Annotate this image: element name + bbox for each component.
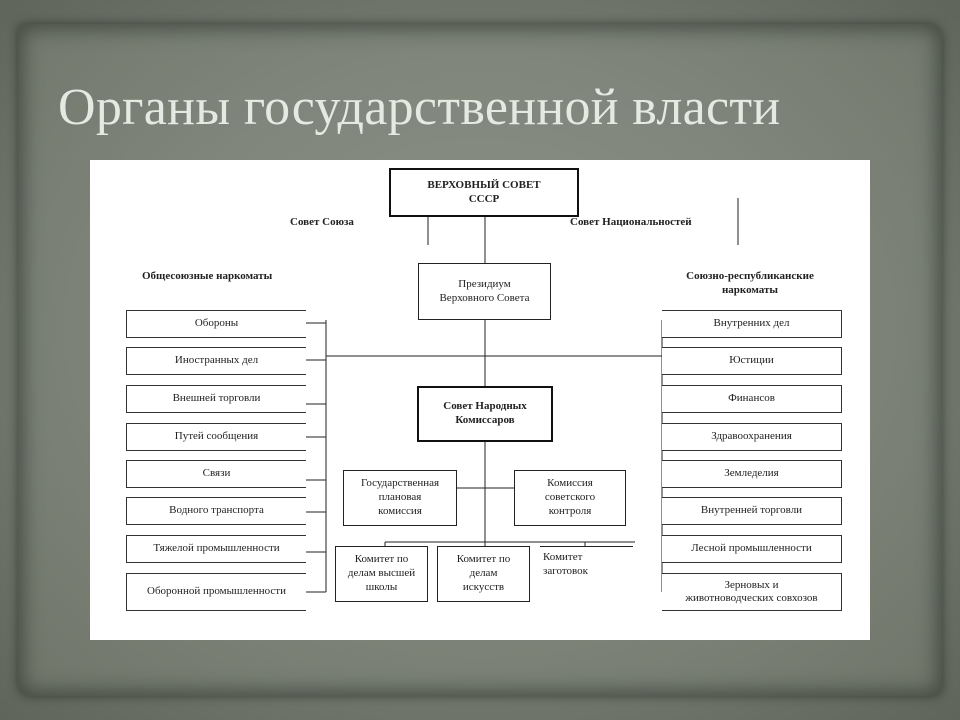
council-of-nationalities-label: Совет Национальностей — [570, 216, 692, 228]
committee-line2: делам высшей — [347, 567, 416, 580]
right-commissariat-item: Земледелия — [662, 460, 842, 488]
left-commissariat-item: Внешней торговли — [126, 385, 306, 413]
slide-title: Органы государственной власти — [58, 79, 781, 136]
committee-line1: Комитет — [543, 551, 583, 563]
right-commissariat-line1: Зерновых и — [724, 578, 779, 591]
union-republican-commissariats-header: Союзно-республиканские наркоматы — [674, 270, 826, 298]
org-chart: ВЕРХОВНЫЙ СОВЕТ СССР Совет Союза Совет Н… — [90, 160, 870, 640]
committee-higher-school-box: Комитет по делам высшей школы — [335, 546, 428, 602]
gosplan-line2: плановая — [378, 491, 422, 504]
gosplan-box: Государственная плановая комиссия — [343, 470, 457, 526]
right-commissariat-item: Внутренних дел — [662, 310, 842, 338]
committee-line2: заготовок — [543, 564, 588, 577]
left-commissariat-item: Тяжелой промышленности — [126, 535, 306, 563]
committee-line2: делам — [469, 567, 498, 580]
committee-arts-box: Комитет по делам искусств — [437, 546, 530, 602]
union-republican-line2: наркоматы — [721, 283, 779, 296]
supreme-council-line2: СССР — [468, 192, 500, 205]
right-commissariat-item: Юстиции — [662, 347, 842, 375]
left-commissariat-item: Связи — [126, 460, 306, 488]
left-commissariat-item: Путей сообщения — [126, 423, 306, 451]
soviet-control-line1: Комиссия — [547, 477, 593, 490]
left-commissariat-item: Иностранных дел — [126, 347, 306, 375]
gosplan-line1: Государственная — [360, 477, 440, 490]
soviet-control-line3: контроля — [548, 504, 592, 517]
committee-line3: искусств — [462, 580, 505, 593]
committee-procurement-box: Комитет заготовок — [540, 546, 633, 602]
sovnarkom-line2: Комиссаров — [455, 414, 515, 426]
right-commissariat-item: Лесной промышленности — [662, 535, 842, 563]
union-republican-line1: Союзно-республиканские — [686, 270, 814, 282]
gosplan-line3: комиссия — [378, 504, 422, 517]
presidium-box: Президиум Верховного Совета — [418, 263, 551, 320]
presidium-line2: Верховного Совета — [439, 291, 530, 304]
supreme-council-line1: ВЕРХОВНЫЙ СОВЕТ — [427, 178, 541, 191]
right-commissariat-item: Здравоохранения — [662, 423, 842, 451]
council-of-union-label: Совет Союза — [290, 216, 354, 228]
committee-line1: Комитет по — [456, 553, 511, 566]
left-commissariat-item: Оборонной промышленности — [126, 573, 306, 611]
right-commissariat-line2: животноводческих совхозов — [685, 592, 818, 604]
all-union-commissariats-header: Общесоюзные наркоматы — [142, 270, 273, 282]
right-commissariat-item: Финансов — [662, 385, 842, 413]
soviet-control-line2: советского — [544, 491, 596, 504]
sovnarkom-box: Совет Народных Комиссаров — [417, 386, 553, 442]
committee-line3: школы — [365, 580, 398, 593]
sovnarkom-line1: Совет Народных — [443, 400, 527, 413]
right-commissariat-item: Зерновых и животноводческих совхозов — [662, 573, 842, 611]
right-commissariat-item: Внутренней торговли — [662, 497, 842, 525]
soviet-control-box: Комиссия советского контроля — [514, 470, 626, 526]
presidium-line1: Президиум — [458, 277, 511, 290]
committee-line1: Комитет по — [354, 553, 409, 566]
supreme-council-box: ВЕРХОВНЫЙ СОВЕТ СССР — [389, 168, 579, 217]
left-commissariat-item: Водного транспорта — [126, 497, 306, 525]
left-commissariat-item: Обороны — [126, 310, 306, 338]
